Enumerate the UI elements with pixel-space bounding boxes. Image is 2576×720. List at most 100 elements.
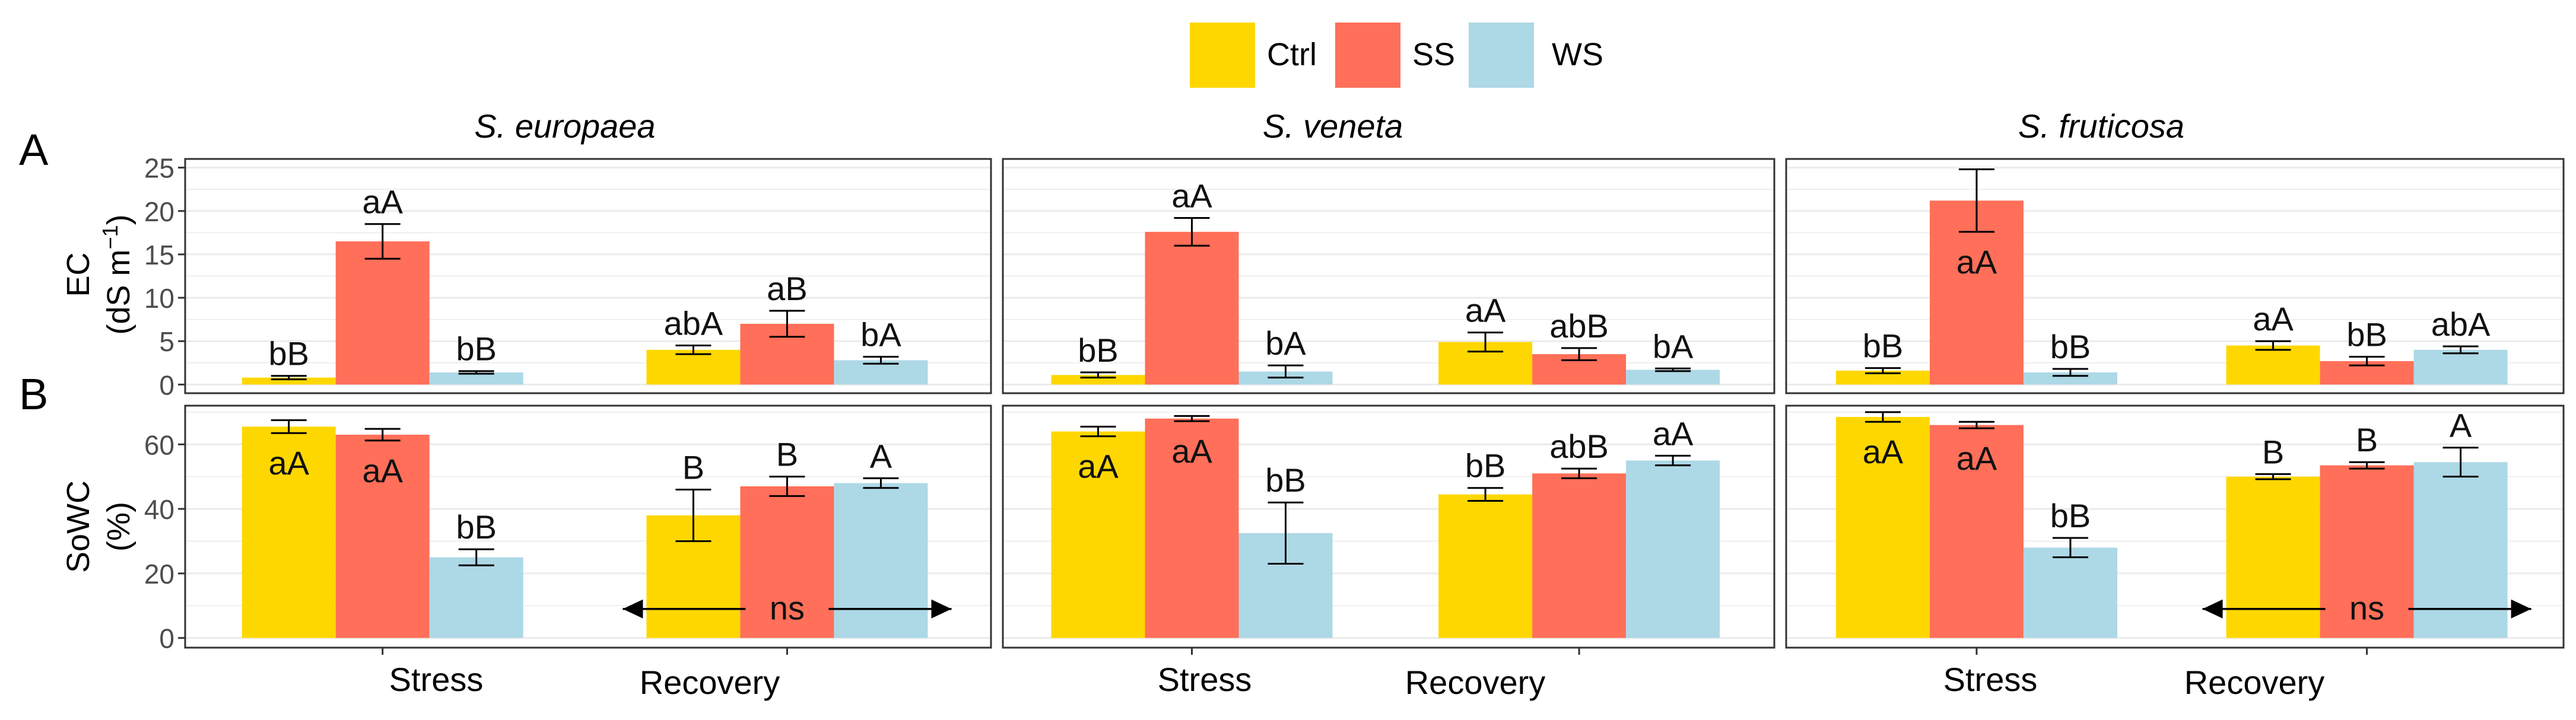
bar-label: bA <box>860 316 901 353</box>
bar-label: bB <box>456 330 497 368</box>
sowc-axis-title-line1: SoWC <box>61 480 96 573</box>
bar-label: bB <box>1863 327 1904 365</box>
y-tick-label: 20 <box>144 196 174 227</box>
bar-ws-stress <box>2023 372 2117 385</box>
species-title-fruticosa: S. fruticosa <box>2018 107 2184 145</box>
panel-letter-b: B <box>19 369 48 419</box>
bar-ws-recovery <box>2413 462 2508 638</box>
bar-ws-recovery <box>2413 349 2508 385</box>
bar-ctrl-stress <box>242 426 336 638</box>
panel-border <box>1785 404 2565 649</box>
bar-ss-recovery <box>2320 465 2414 638</box>
bar-ss-stress <box>1145 231 1239 385</box>
ns-arrowhead-left <box>2202 599 2223 619</box>
ec-axis-title-line2: (dS m−1) <box>98 214 136 334</box>
ns-label: ns <box>770 590 805 627</box>
bar-label: aA <box>1171 177 1212 214</box>
bar-ctrl-recovery <box>2226 345 2320 385</box>
bar-ws-stress <box>429 557 523 638</box>
x-label-stress-veneta: Stress <box>1158 661 1252 698</box>
panel-border <box>1785 158 2565 394</box>
y-tick-label: 0 <box>159 623 174 654</box>
x-label-stress-europaea: Stress <box>389 661 484 698</box>
bar-label: bB <box>456 508 497 546</box>
bar-ws-stress <box>2023 547 2117 638</box>
bar-label: bA <box>1265 324 1306 362</box>
bar-label: aA <box>1171 432 1212 470</box>
bar-ws-recovery <box>1626 460 1720 638</box>
bar-label: abA <box>2431 305 2491 343</box>
ns-arrowhead-left <box>622 599 643 619</box>
y-tick-label: 20 <box>144 559 174 590</box>
panel-border <box>184 404 992 649</box>
bar-label: aA <box>1956 243 1997 281</box>
legend-swatch-ws <box>1469 23 1534 88</box>
x-label-stress-fruticosa: Stress <box>1943 661 2038 698</box>
panel-border <box>1002 404 1775 649</box>
bar-ss-stress <box>1145 418 1239 638</box>
species-title-europaea: S. europaea <box>474 107 655 145</box>
bar-label: abB <box>1549 428 1609 465</box>
panel-border <box>1002 158 1775 394</box>
sowc-panel-veneta: aA aA bB bB abB aA <box>1002 404 1775 655</box>
legend-swatch-ss <box>1335 23 1400 88</box>
panel-border <box>184 158 992 394</box>
bar-label: aA <box>2253 300 2294 337</box>
species-title-veneta: S. veneta <box>1263 107 1403 145</box>
x-label-recovery-veneta: Recovery <box>1405 664 1546 701</box>
bar-ws-stress <box>429 372 523 385</box>
y-tick-label: 25 <box>144 153 174 184</box>
legend-label-ctrl: Ctrl <box>1267 37 1317 72</box>
legend-label-ws: WS <box>1552 37 1603 72</box>
bar-label: aA <box>1956 439 1997 477</box>
bar-label: aA <box>1653 415 1694 452</box>
bar-label: aA <box>1078 448 1119 485</box>
bar-label: aA <box>362 452 403 489</box>
bar-label: bA <box>1653 327 1694 365</box>
bar-label: bB <box>268 335 309 372</box>
panel-letter-a: A <box>19 125 49 174</box>
bar-label: aB <box>767 270 808 307</box>
bar-label: B <box>776 436 798 473</box>
bar-ss-recovery <box>740 486 834 638</box>
bar-ctrl-stress <box>1835 417 1930 638</box>
bar-label: bB <box>1265 461 1306 499</box>
ns-arrowhead-right <box>2511 599 2531 619</box>
bar-ctrl-stress <box>1051 431 1145 638</box>
y-tick-label: 60 <box>144 429 174 460</box>
bar-label: bB <box>2050 328 2091 365</box>
bar-ws-recovery <box>1626 369 1720 385</box>
y-tick-label: 0 <box>159 369 174 400</box>
bar-ctrl-stress <box>242 377 336 385</box>
legend-swatch-ctrl <box>1190 23 1255 88</box>
bar-label: aA <box>268 444 309 482</box>
bar-ctrl-recovery <box>1438 494 1533 638</box>
bar-ss-stress <box>335 434 430 638</box>
bar-label: B <box>682 448 704 486</box>
ns-arrowhead-right <box>931 599 952 619</box>
bar-label: aA <box>1863 433 1904 470</box>
y-tick-label: 15 <box>144 240 174 270</box>
y-tick-label: 5 <box>159 326 174 357</box>
y-tick-label: 40 <box>144 494 174 525</box>
bar-label: bB <box>1465 447 1506 485</box>
bar-ctrl-stress <box>1835 370 1930 385</box>
legend-label-ss: SS <box>1412 37 1455 72</box>
bar-label: bB <box>2050 497 2091 534</box>
bar-label: abB <box>1549 307 1609 345</box>
x-label-recovery-fruticosa: Recovery <box>2184 664 2325 701</box>
ec-axis-title-line1: EC <box>61 252 96 297</box>
legend: Ctrl SS WS <box>1190 23 1603 88</box>
bar-ss-stress <box>1929 425 2024 638</box>
sowc-axis-title-line2: (%) <box>101 502 136 552</box>
bar-label: B <box>2356 421 2378 458</box>
bar-ctrl-recovery <box>2226 476 2320 638</box>
bar-label: A <box>870 437 892 474</box>
y-tick-label: 10 <box>144 283 174 314</box>
x-label-recovery-europaea: Recovery <box>640 664 780 701</box>
